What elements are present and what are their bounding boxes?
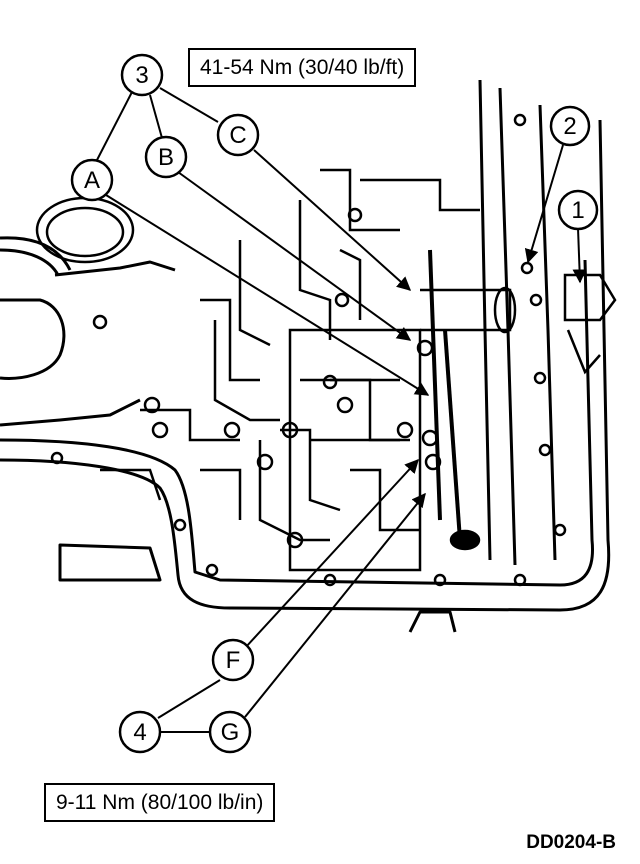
bolt-holes	[50, 113, 567, 587]
callout-3: 3	[120, 53, 164, 97]
callout-A: A	[70, 158, 114, 202]
callout-4-label: 4	[133, 719, 146, 746]
torque-spec-upper: 41-54 Nm (30/40 lb/ft)	[188, 48, 417, 88]
callout-B: B	[144, 135, 188, 179]
callout-1-label: 1	[571, 197, 584, 224]
callout-2-label: 2	[563, 113, 576, 140]
callout-C: C	[216, 113, 260, 157]
callout-G-label: G	[221, 719, 240, 746]
leader-lines	[96, 87, 587, 733]
callout-2: 2	[549, 105, 591, 147]
callout-G: G	[208, 710, 252, 754]
callout-B-label: B	[158, 144, 174, 171]
callout-A-label: A	[84, 167, 100, 194]
callout-F-label: F	[226, 647, 241, 674]
callout-4: 4	[118, 710, 162, 754]
diagram-code: DD0204-B	[526, 832, 616, 853]
callout-3-label: 3	[135, 62, 148, 89]
callout-1: 1	[557, 189, 599, 231]
torque-spec-lower: 9-11 Nm (80/100 lb/in)	[44, 783, 276, 823]
valve-body-details	[35, 168, 617, 572]
callout-F: F	[211, 638, 255, 682]
callout-C-label: C	[229, 122, 246, 149]
